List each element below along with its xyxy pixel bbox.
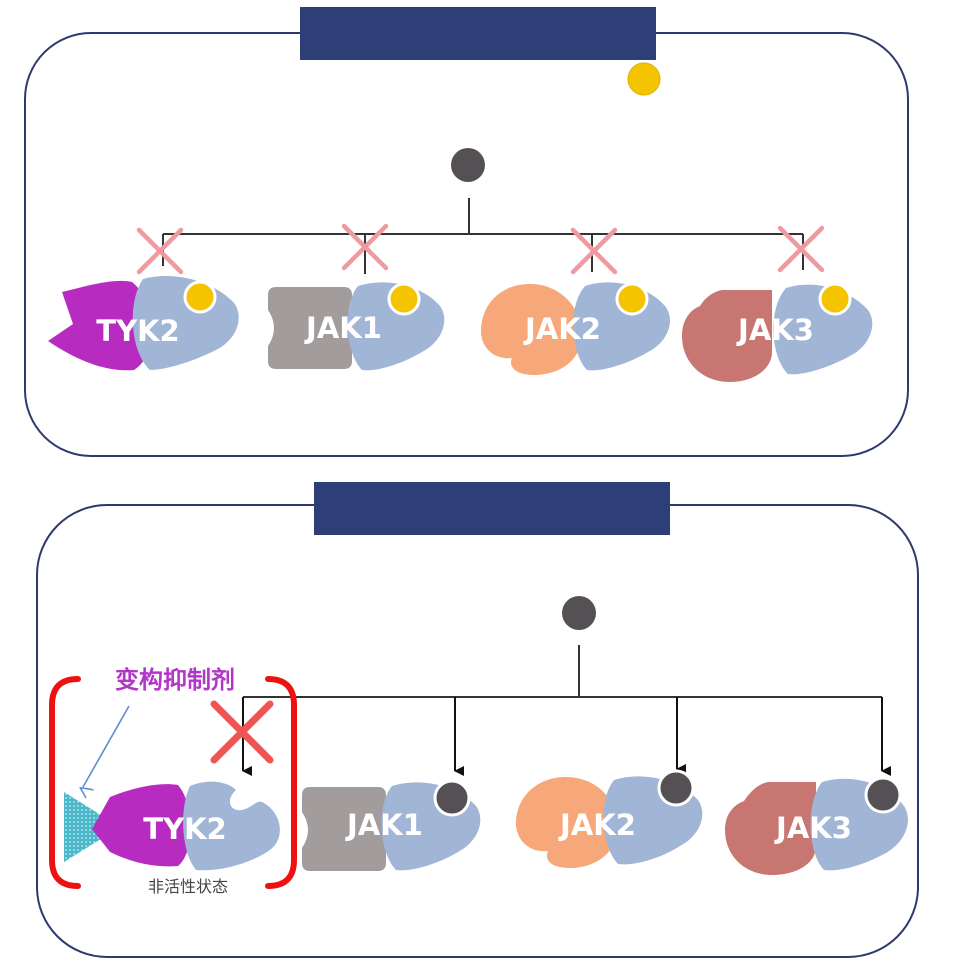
bracket-left	[49, 676, 81, 889]
jak3-domain	[682, 290, 772, 382]
kinase-label: TYK2	[96, 314, 179, 348]
triangle-icon	[64, 792, 120, 862]
jak1-domain	[302, 787, 386, 871]
kinase-jak2: JAK2	[515, 769, 703, 868]
kinase-jak1: JAK1	[302, 779, 481, 871]
yellow-circle-icon	[627, 62, 661, 96]
jak2-domain	[515, 777, 618, 868]
cross-icon	[210, 700, 274, 764]
kinase-label: JAK2	[558, 808, 636, 842]
kinase-jak3: JAK3	[725, 776, 908, 875]
kinase-jak2: JAK2	[480, 282, 670, 375]
yellow-circle-icon	[183, 280, 217, 314]
kinase-tyk2-inactive: TYK2 非活性状态	[64, 781, 280, 896]
kinase-label: JAK1	[304, 311, 382, 345]
kinase-tyk2: TYK2	[48, 275, 239, 371]
kinase-label: JAK2	[523, 312, 601, 346]
kinase-domain	[347, 282, 445, 371]
jak2-domain	[480, 284, 582, 375]
top-panel-frame	[24, 32, 909, 457]
kinase-label: JAK1	[345, 808, 423, 842]
cross-icon	[777, 225, 825, 273]
yellow-circle-icon	[615, 282, 649, 316]
cross-icon	[570, 227, 618, 275]
top-panel-header	[300, 7, 656, 60]
kinase-jak1: JAK1	[268, 282, 445, 371]
dark-circle-icon	[657, 769, 695, 807]
bottom-panel-header	[314, 482, 670, 535]
tyk2-domain	[48, 280, 153, 371]
bottom-panel: 变构抑制剂 TYK2 非活性状态 JAK1 JAK2	[36, 482, 919, 958]
kinase-domain	[183, 781, 280, 871]
jak1-domain	[268, 287, 352, 369]
kinase-label: JAK3	[774, 811, 852, 845]
cross-icon	[341, 223, 389, 271]
inactive-state-label: 非活性状态	[148, 877, 228, 896]
bracket-right	[265, 676, 297, 889]
kinase-label: JAK3	[736, 313, 814, 347]
dark-circle-icon	[562, 596, 596, 630]
pointer-arrow	[83, 705, 130, 787]
top-panel: TYK2 JAK1 JAK2 JAK3	[24, 7, 909, 457]
allosteric-inhibitor-label: 变构抑制剂	[115, 666, 235, 694]
tyk2-domain	[92, 784, 191, 867]
dark-circle-icon	[864, 776, 902, 814]
dark-circle-icon	[451, 148, 485, 182]
jak3-domain	[725, 782, 816, 875]
yellow-circle-icon	[818, 282, 852, 316]
dark-circle-icon	[433, 779, 471, 817]
yellow-circle-icon	[387, 282, 421, 316]
cross-icon	[136, 227, 184, 275]
kinase-jak3: JAK3	[682, 282, 873, 382]
kinase-label: TYK2	[143, 812, 226, 846]
